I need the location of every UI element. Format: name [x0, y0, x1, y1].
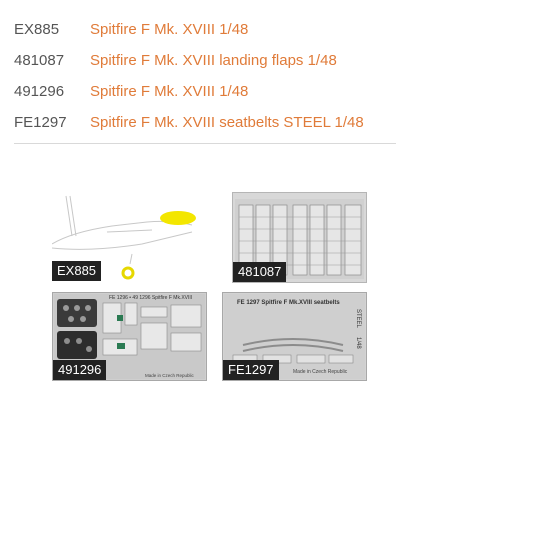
instrument-panel [57, 299, 97, 327]
thumbnail-481087[interactable]: 481087 [232, 192, 367, 283]
sheet-footer: Made in Czech Republic [293, 369, 348, 375]
list-divider [14, 143, 396, 144]
canopy-mask [160, 211, 196, 225]
thumbnail-label: 491296 [53, 360, 107, 380]
thumbnail-label: EX885 [52, 261, 102, 281]
thumbnail-label: 481087 [233, 262, 287, 282]
product-list: EX885 Spitfire F Mk. XVIII 1/48 481087 S… [14, 14, 396, 138]
instrument-panel [57, 331, 97, 359]
product-code: 491296 [14, 83, 65, 100]
thumbnail-491296[interactable]: FE 1296 • 49 1296 Spitfire F Mk.XVIII Ma… [52, 292, 207, 381]
sheet-title: FE 1296 • 49 1296 Spitfire F Mk.XVIII [109, 295, 192, 301]
thumbnail-ex885[interactable]: EX885 [52, 192, 197, 281]
product-row: 491296 Spitfire F Mk. XVIII 1/48 [14, 76, 396, 107]
sheet-material: STEEL [355, 309, 361, 329]
wheel-mask [121, 266, 135, 280]
thumbnail-label: FE1297 [223, 360, 279, 380]
product-row: FE1297 Spitfire F Mk. XVIII seatbelts ST… [14, 107, 396, 138]
product-link[interactable]: Spitfire F Mk. XVIII landing flaps 1/48 [90, 52, 337, 69]
product-code: 481087 [14, 52, 65, 69]
thumbnail-fe1297[interactable]: FE 1297 Spitfire F Mk.XVIII seatbelts ST… [222, 292, 367, 381]
product-code: FE1297 [14, 114, 67, 131]
sheet-footer: Made in Czech Republic [145, 373, 195, 378]
product-link[interactable]: Spitfire F Mk. XVIII 1/48 [90, 83, 249, 100]
product-link[interactable]: Spitfire F Mk. XVIII 1/48 [90, 21, 249, 38]
product-code: EX885 [14, 21, 60, 38]
sheet-scale: 1/48 [355, 337, 361, 349]
product-link[interactable]: Spitfire F Mk. XVIII seatbelts STEEL 1/4… [90, 114, 364, 131]
aircraft-outline-drawing [52, 195, 196, 280]
sheet-title: FE 1297 Spitfire F Mk.XVIII seatbelts [237, 300, 340, 306]
product-row: 481087 Spitfire F Mk. XVIII landing flap… [14, 45, 396, 76]
product-row: EX885 Spitfire F Mk. XVIII 1/48 [14, 14, 396, 45]
etched-flaps-sheet [235, 199, 364, 279]
